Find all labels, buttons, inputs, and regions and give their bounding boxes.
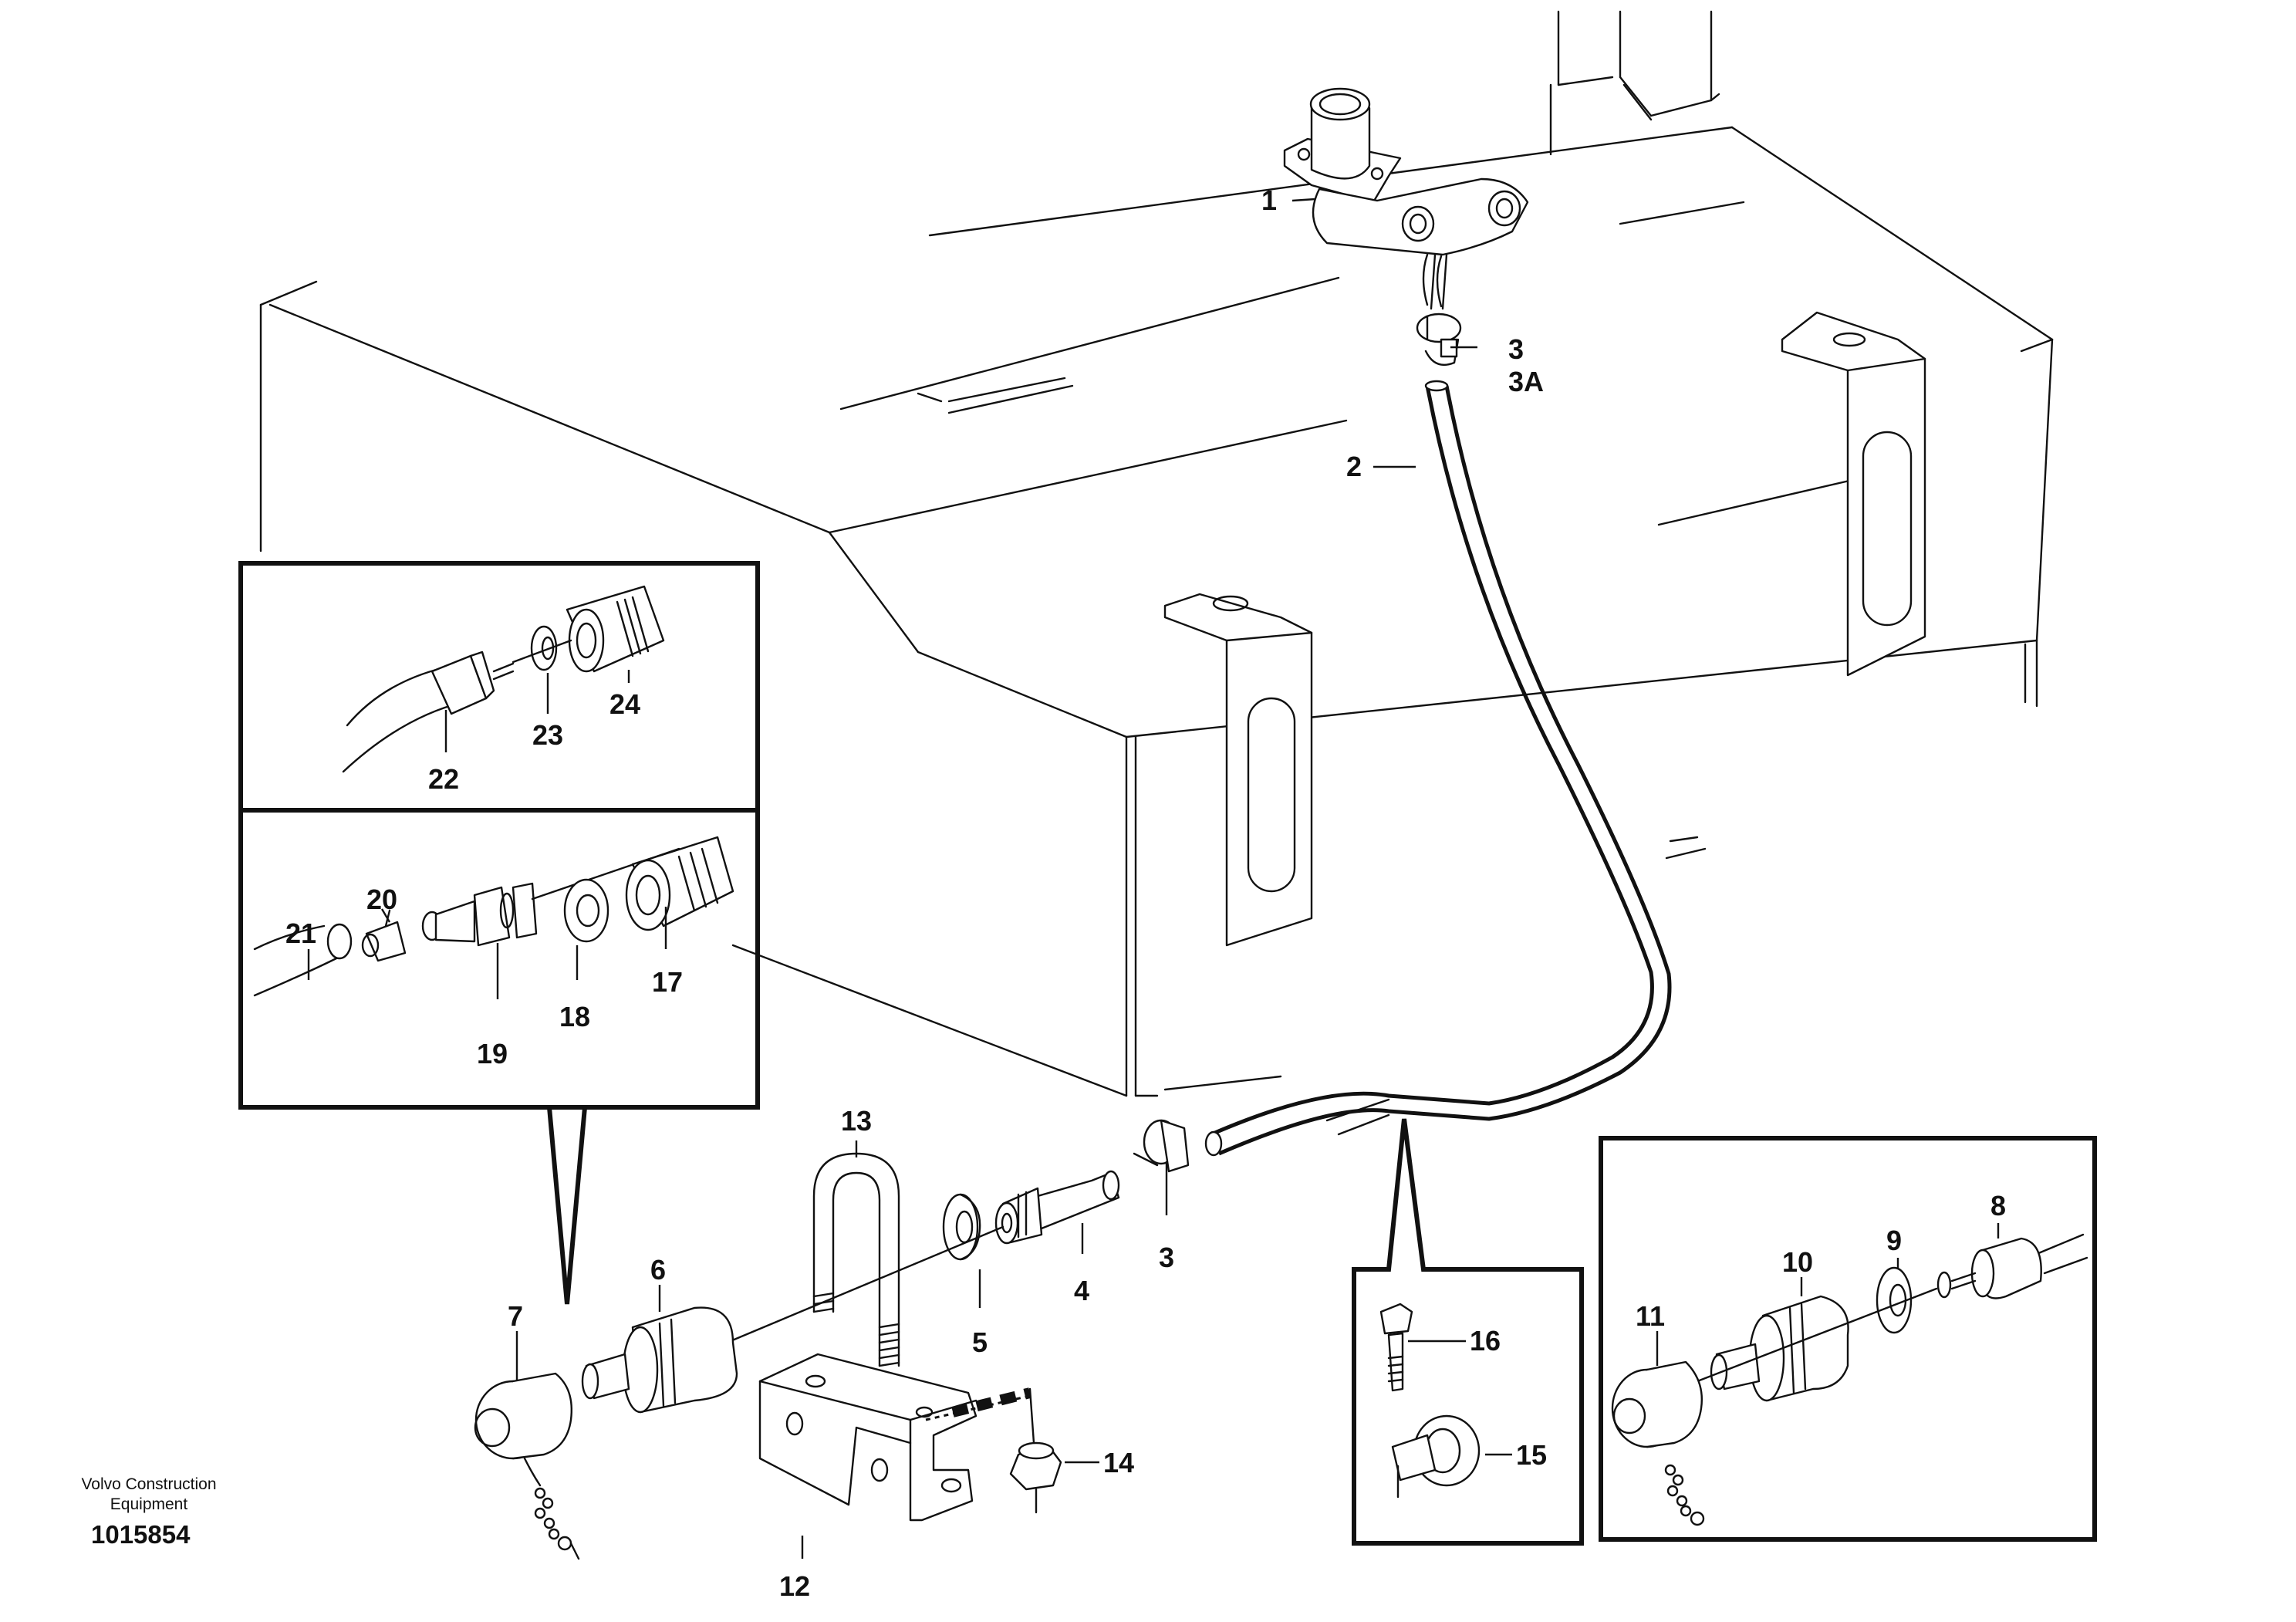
- callout-14: 14: [1103, 1447, 1134, 1478]
- dust-cap-part-7: [474, 1372, 580, 1560]
- callout-5: 5: [972, 1326, 988, 1358]
- callout-labels: 1 3 3A 2 24 23 22 20 21 17 18 19 13 3 4 …: [285, 184, 2006, 1602]
- coupling-part-6: [581, 1306, 738, 1414]
- callout-22: 22: [428, 763, 459, 795]
- callout-16: 16: [1470, 1325, 1501, 1357]
- callout-1: 1: [1261, 184, 1277, 216]
- callout-6: 6: [650, 1254, 666, 1286]
- callout-11: 11: [1636, 1300, 1665, 1332]
- callout-20: 20: [366, 884, 397, 915]
- flange-nut-part-14: [1009, 1441, 1062, 1514]
- callout-12: 12: [779, 1570, 810, 1602]
- credit-line-2: Equipment: [110, 1495, 188, 1513]
- detail-pointer-left: [547, 1107, 587, 1305]
- callout-19: 19: [477, 1038, 508, 1070]
- callout-17: 17: [652, 966, 683, 998]
- clamp-part-3-bottom: [1133, 1119, 1190, 1173]
- tank-mounting-bracket-right: [1781, 311, 1926, 677]
- hose-nipple-part-4: [994, 1170, 1120, 1245]
- callout-15: 15: [1516, 1439, 1547, 1471]
- detail-box-lower: [238, 808, 760, 1110]
- tank-mounting-bracket-left: [1163, 593, 1313, 947]
- callout-3-top: 3: [1508, 333, 1524, 365]
- leader-lines: [307, 198, 2000, 1559]
- callout-24: 24: [609, 688, 640, 720]
- callout-23: 23: [532, 719, 563, 751]
- callout-13: 13: [841, 1105, 872, 1137]
- detail-box-right: [1599, 1136, 2097, 1542]
- fuel-hose-part-2: [1204, 380, 1672, 1157]
- vent-hose-short: [1422, 253, 1443, 308]
- detail-box-clamp: [1352, 1118, 1584, 1546]
- document-credit: Volvo Construction Equipment 1015854: [81, 1475, 216, 1549]
- assembly-axis-line: [716, 1225, 1004, 1348]
- callout-8: 8: [1990, 1190, 2006, 1222]
- mounting-bracket-part-12: [758, 1353, 1035, 1522]
- callout-3a: 3A: [1508, 366, 1544, 397]
- callout-7: 7: [508, 1300, 523, 1332]
- u-bolt-part-13: [812, 1152, 900, 1367]
- callout-10: 10: [1782, 1246, 1813, 1278]
- callout-3-bottom: 3: [1159, 1242, 1174, 1273]
- hose-clamp-part-3-top: [1416, 313, 1462, 367]
- drawing-number: 1015854: [91, 1520, 191, 1549]
- filler-neck-part-1: [1283, 87, 1529, 310]
- detail-box-upper: [238, 561, 760, 813]
- fuel-tank: [259, 10, 2054, 1136]
- callout-2: 2: [1346, 451, 1362, 482]
- callout-18: 18: [559, 1001, 590, 1032]
- callout-21: 21: [285, 917, 316, 949]
- credit-line-1: Volvo Construction: [81, 1475, 216, 1493]
- callout-9: 9: [1886, 1225, 1902, 1256]
- callout-4: 4: [1074, 1275, 1089, 1306]
